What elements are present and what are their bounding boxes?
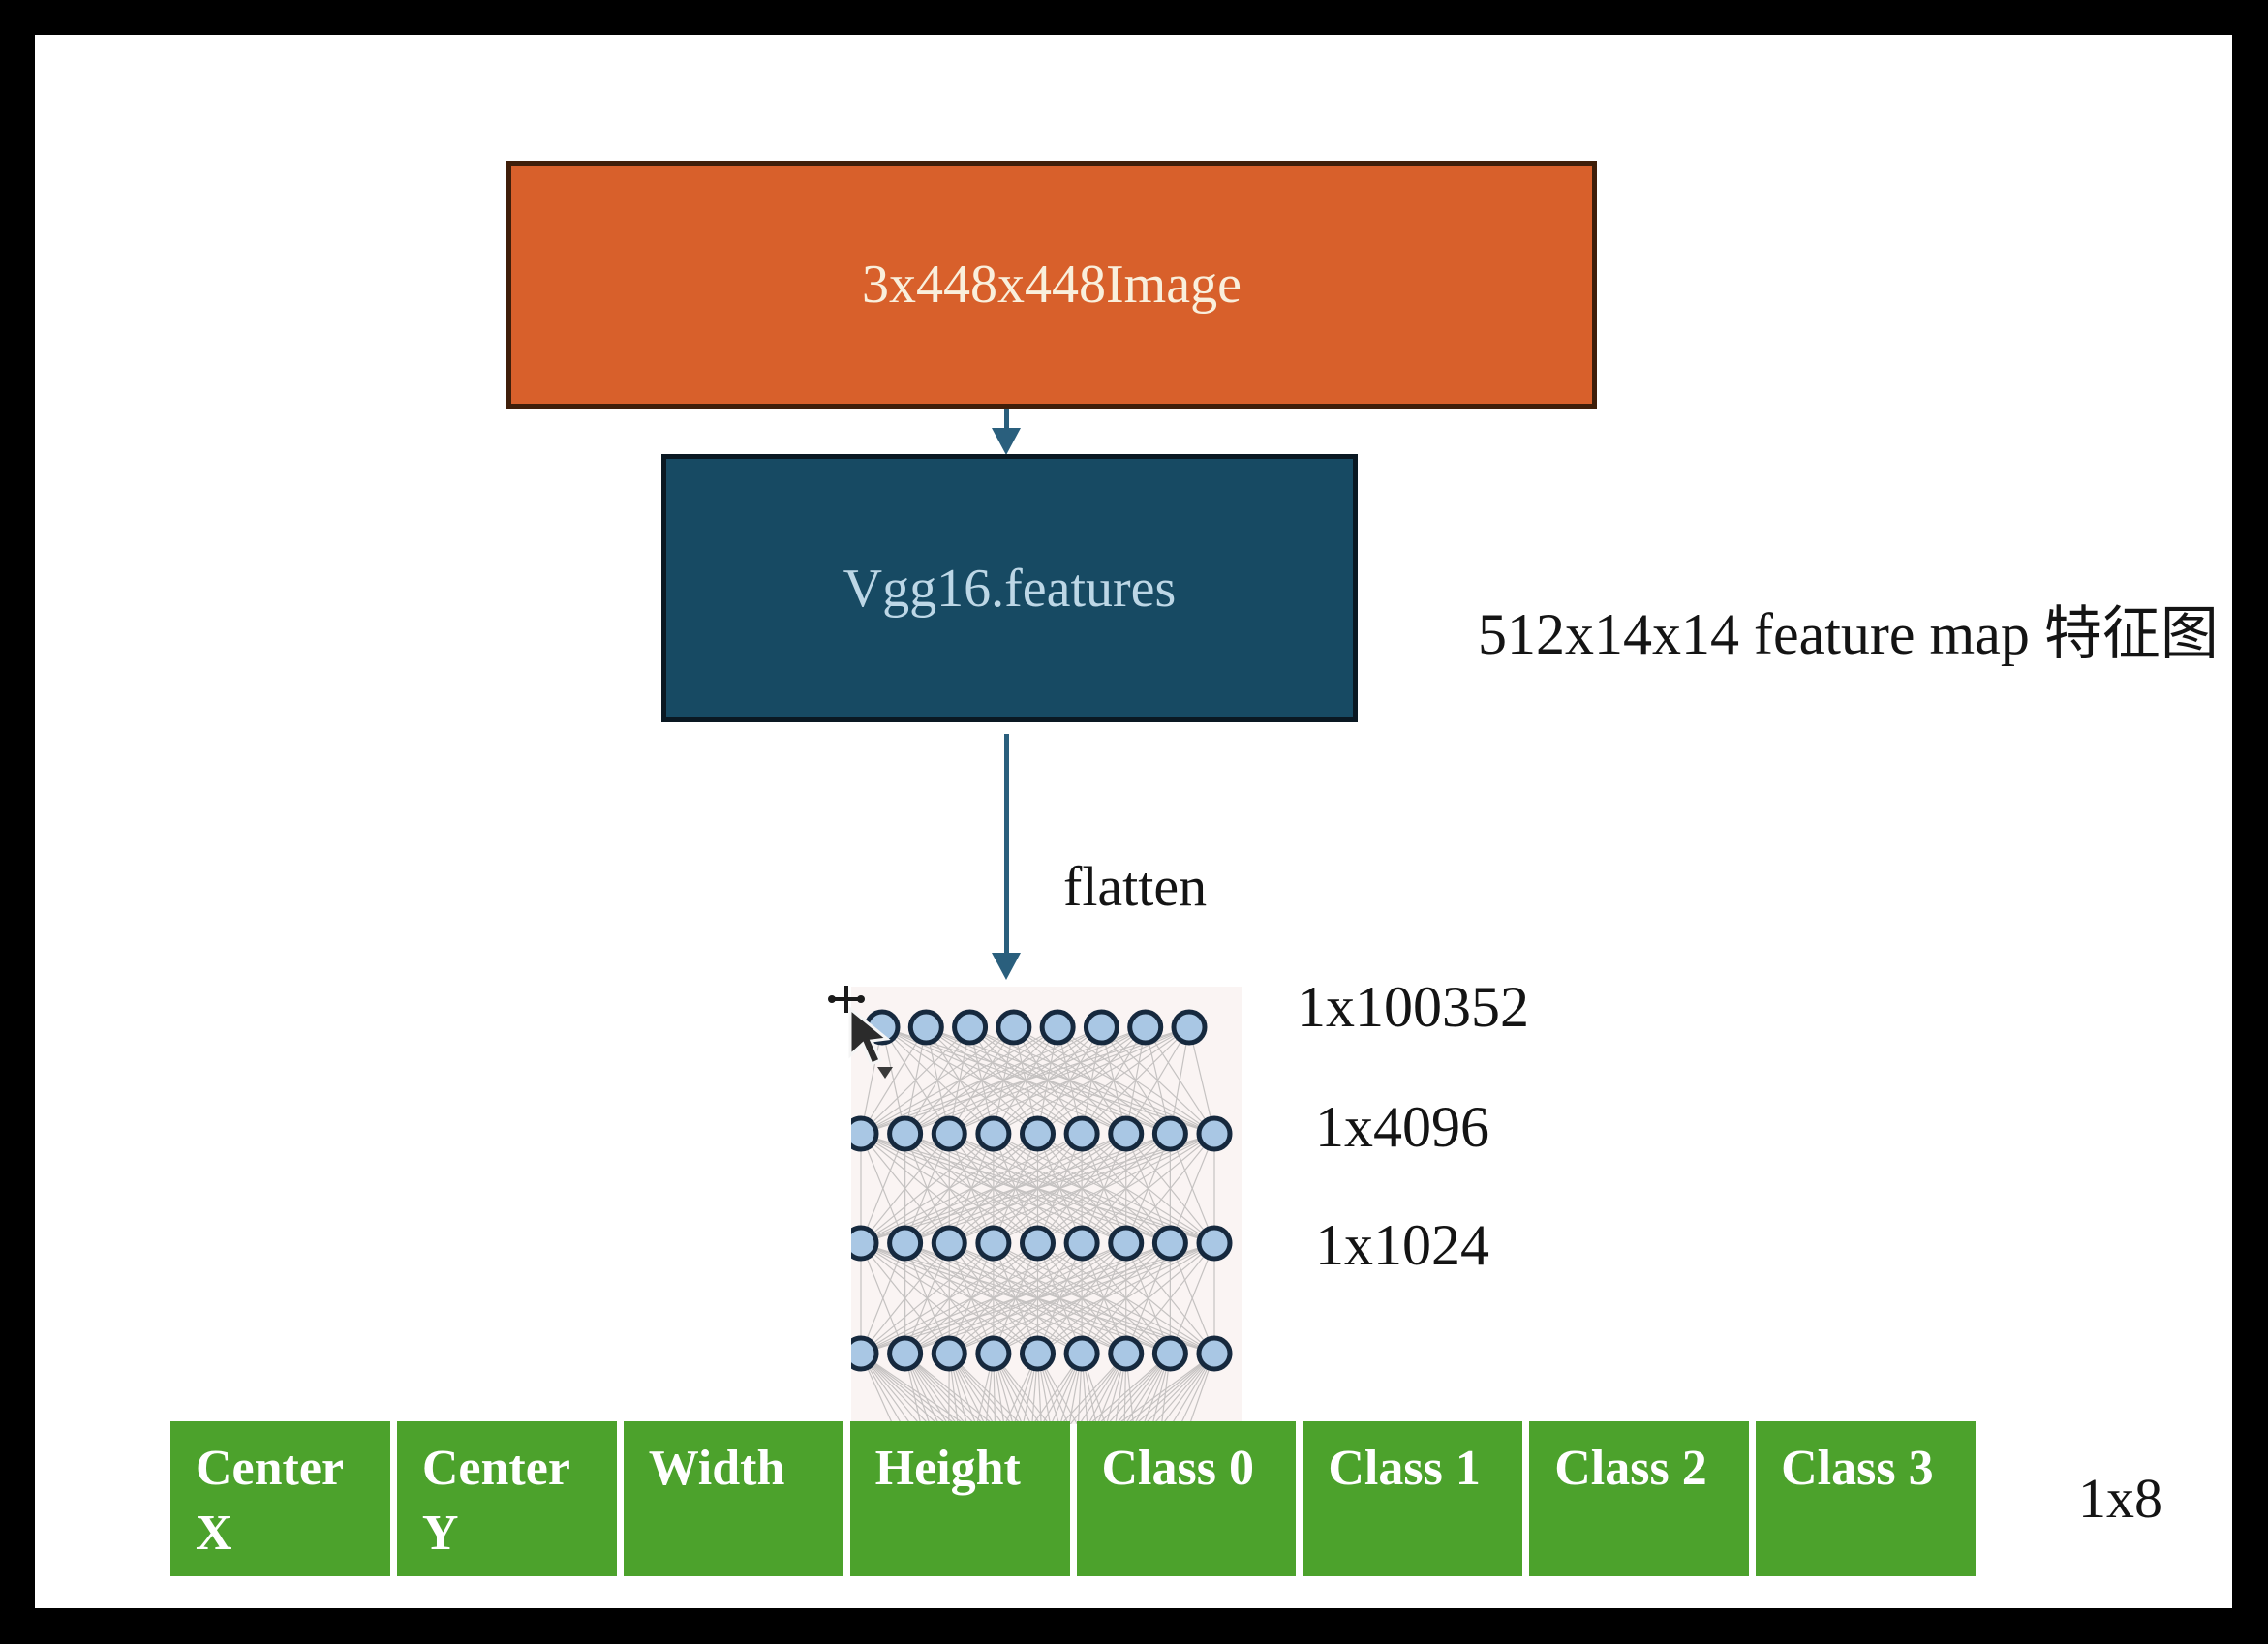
arrow-backbone-to-fc: [1004, 734, 1009, 955]
flatten-annotation: flatten: [1063, 855, 1208, 918]
layer-size-label-fc2: 1x1024: [1315, 1213, 1489, 1277]
table-cell-class0: Class 0: [1076, 1421, 1297, 1576]
table-cell-class2: Class 2: [1529, 1421, 1750, 1576]
table-cell-width: Width: [623, 1421, 843, 1576]
feature-map-annotation: 512x14x14 feature map 特征图: [1478, 602, 2219, 666]
slide-canvas: 3x448x448Image Vgg16.features 512x14x14 …: [35, 35, 2232, 1608]
layer-size-label-fc1: 1x4096: [1315, 1095, 1489, 1159]
table-cell-center-x: Center X: [170, 1421, 390, 1576]
move-cursor-icon: [828, 986, 893, 1079]
arrow-input-to-backbone: [1004, 409, 1009, 430]
arrow-input-to-backbone-head: [992, 428, 1021, 455]
backbone-label: Vgg16.features: [843, 558, 1177, 619]
input-image-box: 3x448x448Image: [506, 161, 1597, 409]
table-cell-class1: Class 1: [1303, 1421, 1523, 1576]
table-cell-class3: Class 3: [1756, 1421, 1976, 1576]
arrow-backbone-to-fc-head: [992, 953, 1021, 980]
layer-size-label-flatten: 1x100352: [1297, 975, 1529, 1039]
input-image-label: 3x448x448Image: [862, 255, 1241, 315]
table-cell-center-y: Center Y: [396, 1421, 617, 1576]
output-vector-table: Center X Center Y Width Height Class 0 C…: [170, 1421, 1976, 1576]
backbone-box: Vgg16.features: [661, 454, 1358, 722]
table-cell-height: Height: [849, 1421, 1070, 1576]
output-size-annotation: 1x8: [2078, 1467, 2162, 1530]
